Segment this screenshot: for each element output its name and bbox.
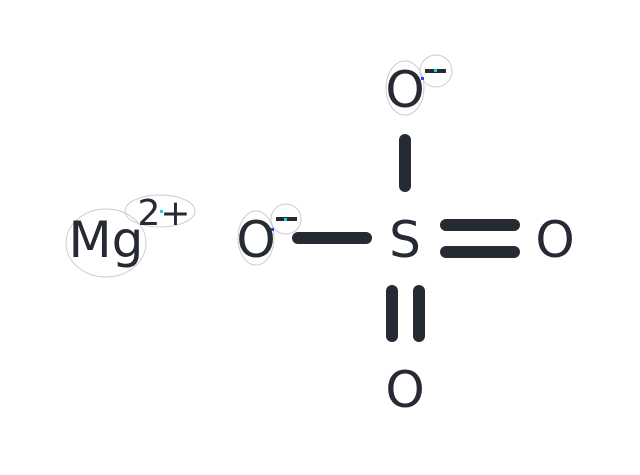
sulfate-anion: S O − O − O O bbox=[236, 54, 575, 419]
mg-charge: 2+ bbox=[137, 193, 190, 234]
oxygen-top: O bbox=[385, 61, 424, 119]
mg-symbol: Mg bbox=[69, 211, 144, 269]
o-top-charge-highlight bbox=[419, 54, 453, 88]
magnesium-cation: Mg 2+ bbox=[65, 193, 196, 278]
mg-charge-marker bbox=[160, 210, 163, 213]
o-left-charge-marker bbox=[284, 218, 287, 221]
mg-atom-highlight bbox=[65, 208, 147, 278]
o-top-marker bbox=[421, 77, 424, 80]
o-top-charge-marker bbox=[434, 69, 437, 72]
o-top-highlight bbox=[385, 60, 425, 116]
o-left-highlight bbox=[237, 210, 275, 266]
o-left-charge-highlight bbox=[270, 203, 302, 235]
oxygen-bottom: O bbox=[385, 361, 424, 419]
bond-s-o-right-double bbox=[440, 219, 520, 258]
oxygen-right: O bbox=[535, 211, 574, 269]
sulfur-atom: S bbox=[389, 211, 421, 269]
bond-s-o-bottom-double bbox=[386, 285, 425, 342]
mg-charge-highlight bbox=[124, 194, 196, 228]
oxygen-left: O bbox=[236, 211, 275, 269]
o-left-marker bbox=[271, 228, 274, 231]
